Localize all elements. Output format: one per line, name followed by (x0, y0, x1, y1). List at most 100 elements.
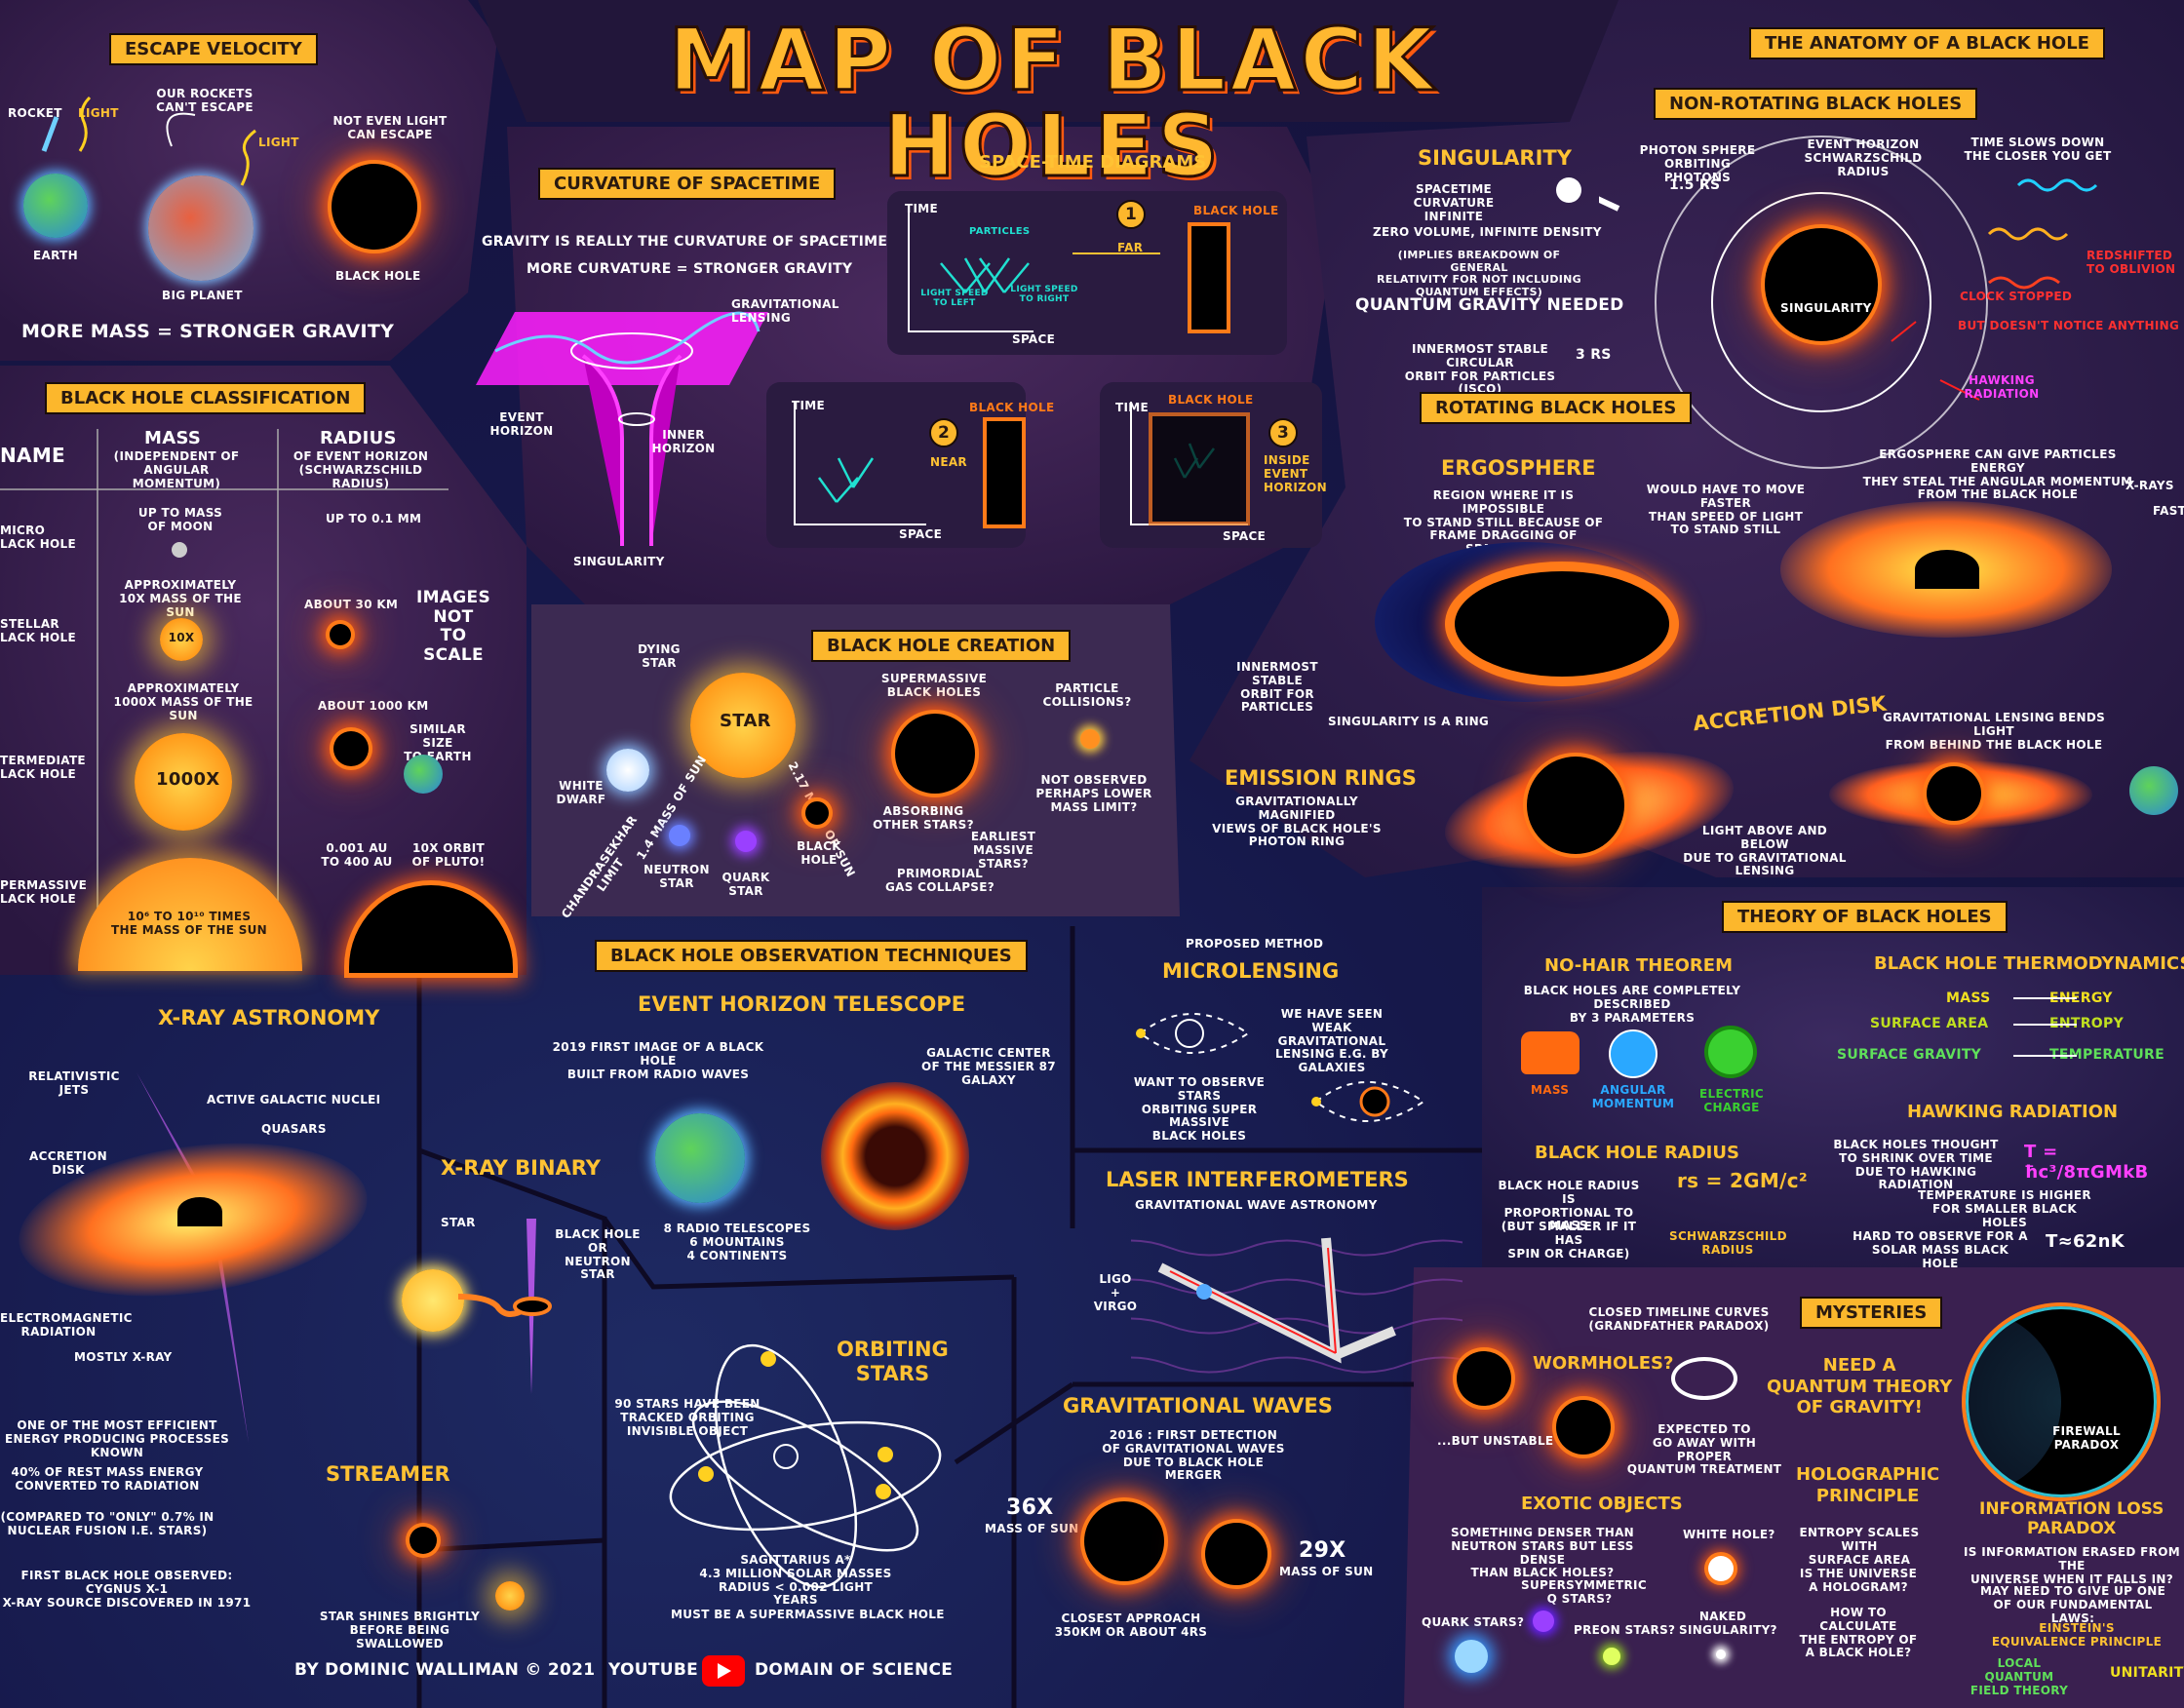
std-time-2: TIME (792, 399, 825, 412)
closest-text: CLOSEST APPROACH 350km OR ABOUT 4rs (1054, 1611, 1208, 1639)
microlens-sketch (1136, 1013, 1424, 1122)
std-num-1: 1 (1125, 205, 1138, 224)
light-text-2: LIGHT (258, 136, 299, 149)
sun-1000x (135, 733, 232, 831)
nohair-charge: ELECTRIC CHARGE (1699, 1087, 1764, 1114)
std-bh-2: BLACK HOLE (969, 401, 1055, 414)
std-bh-3: BLACK HOLE (1168, 393, 1254, 407)
creation-panel-bg (531, 604, 1180, 916)
must-be-text: MUST BE A SUPERMASSIVE BLACK HOLE (671, 1608, 945, 1621)
exotic-heading: EXOTIC OBJECTS (1521, 1494, 1683, 1514)
curvature-infinite-text: SPACETIME CURVATURE INFINITE (1413, 182, 1495, 223)
ring-singularity-text: SINGULARITY IS A RING (1328, 715, 1490, 728)
sun-1000x-label: 1000X (156, 769, 220, 790)
earth-icon (23, 174, 88, 238)
std-space-2: SPACE (899, 527, 943, 541)
schw-text: SCHWARZSCHILD RADIUS (1669, 1229, 1787, 1257)
xray-bh (177, 1197, 222, 1226)
accretion-black-hole (1527, 757, 1624, 854)
preon-icon (1603, 1648, 1620, 1665)
laser-sub: GRAVITATIONAL WAVE ASTRONOMY (1135, 1198, 1378, 1212)
ergosphere-heading: ERGOSPHERE (1441, 456, 1596, 480)
gw-36x: 36X (1006, 1495, 1054, 1520)
em-text: ELECTROMAGNETIC RADIATION (0, 1311, 133, 1339)
std-bh-1: BLACK HOLE (1193, 204, 1279, 217)
implies-text: (IMPLIES BREAKDOWN OF GENERAL RELATIVITY… (1377, 249, 1581, 298)
earliest-text: EARLIEST MASSIVE STARS? (970, 830, 1036, 871)
wormholes-heading: WORMHOLES? (1533, 1353, 1674, 1374)
binary-star (402, 1269, 464, 1332)
nonrotating-label: NON-ROTATING BLACK HOLES (1654, 88, 1978, 120)
compared-text: (COMPARED TO "ONLY" 0.7% IN NUCLEAR FUSI… (0, 1510, 214, 1537)
event-horizon-label: EVENT HORIZON (489, 410, 554, 438)
earth-label: EARTH (33, 249, 78, 262)
gw-heading: GRAVITATIONAL WAVES (1063, 1394, 1333, 1417)
smbh-text: SUPERMASSIVE BLACK HOLES (880, 672, 988, 699)
gw-29x-sub: MASS OF SUN (1279, 1565, 1374, 1578)
class-earth (404, 755, 443, 794)
inner-horizon-label: INNER HORIZON (651, 428, 716, 455)
dying-star (690, 673, 796, 778)
quasars-text: QUASARS (261, 1122, 327, 1136)
efficient-text: ONE OF THE MOST EFFICIENT ENERGY PRODUCI… (4, 1418, 230, 1459)
binary-heading: X-RAY BINARY (441, 1156, 602, 1180)
isco-radius: 3 rs (1576, 347, 1612, 363)
big-planet-label: BIG PLANET (162, 289, 243, 302)
laser-heading: LASER INTERFEROMETERS (1106, 1168, 1409, 1191)
time-slows-text: TIME SLOWS DOWN THE CLOSER YOU GET (1964, 136, 2112, 163)
white-dwarf-text: WHITE DWARF (556, 779, 606, 806)
galactic-text: GALACTIC CENTER OF THE MESSIER 87 GALAXY (921, 1046, 1056, 1087)
notobs-text: NOT OBSERVED PERHAPS LOWER MASS LIMIT? (1035, 773, 1152, 814)
fast-text: FAST (2153, 504, 2184, 518)
light-text-1: LIGHT (78, 106, 119, 120)
info-loss-heading: INFORMATION LOSS PARADOX (1979, 1499, 2164, 1539)
closed-curve-icon (1671, 1357, 1737, 1400)
page-title: MAP OF BLACK HOLES (667, 10, 1438, 196)
binary-star-text: STAR (441, 1216, 476, 1229)
radius-supermassive: 0.001 AU TO 400 AU (321, 841, 393, 869)
mass-intermediate: APPROXIMATELY 1000X MASS OF THE SUN (113, 681, 254, 722)
std-inside: INSIDE EVENT HORIZON (1264, 453, 1327, 494)
stellar-bh (330, 624, 351, 645)
escape-arrows (41, 96, 256, 186)
xrays-text: X-RAYS (2126, 479, 2174, 492)
sun-10x (160, 618, 203, 661)
thermo-mass: MASS (1946, 990, 1991, 1006)
streamer-heading: STREAMER (326, 1462, 450, 1486)
creation-bh-text: BLACK HOLE (797, 839, 841, 867)
thermo-energy: ENERGY (2049, 990, 2113, 1006)
nohair-heading: NO-HAIR THEOREM (1544, 955, 1733, 976)
photon-radius: 1.5 rs (1669, 177, 1721, 193)
event-horizon-text: EVENT HORIZON SCHWARZSCHILD RADIUS (1804, 137, 1923, 178)
neutron-star (669, 825, 690, 846)
light-above-text: LIGHT ABOVE AND BELOW DUE TO GRAVITATION… (1683, 824, 1847, 878)
radius-micro: UP TO 0.1 mm (326, 512, 422, 525)
doesnt-notice-text: BUT DOESN'T NOTICE ANYTHING (1958, 319, 2180, 332)
classification-label: BLACK HOLE CLASSIFICATION (45, 382, 367, 414)
forty-text: 40% OF REST MASS ENERGY CONVERTED TO RAD… (11, 1465, 204, 1493)
giveup-text: MAY NEED TO GIVE UP ONE OF OUR FUNDAMENT… (1979, 1584, 2166, 1625)
white-hole-text: WHITE HOLE? (1683, 1528, 1775, 1541)
hawking-thought: BLACK HOLES THOUGHT TO SHRINK OVER TIME … (1833, 1138, 1999, 1192)
radius-heading: BLACK HOLE RADIUS (1535, 1143, 1739, 1163)
closed-timeline: CLOSED TIMELINE CURVES (GRANDFATHER PARA… (1588, 1305, 1770, 1333)
escape-bh-label: BLACK HOLE (335, 269, 421, 283)
clock-stopped-text: CLOCK STOPPED (1960, 290, 2073, 303)
radius-intermediate: ABOUT 1000 km (318, 699, 429, 713)
angular-momentum-icon (1609, 1029, 1658, 1078)
radius-but: (BUT SMALLER IF IT HAS SPIN OR CHARGE) (1501, 1220, 1637, 1261)
ergo-ring (1455, 571, 1669, 677)
temp-higher: TEMPERATURE IS HIGHER FOR SMALLER BLACK … (1918, 1188, 2091, 1229)
pluto-orbit: 10X ORBIT OF PLUTO! (411, 841, 486, 869)
naked-text: NAKED SINGULARITY? (1679, 1610, 1777, 1637)
white-dwarf (606, 749, 649, 792)
col-radius: RADIUS (320, 428, 397, 448)
rot-bh-right (1915, 550, 1979, 589)
std-space-3: SPACE (1223, 529, 1267, 543)
radius-formula: rs = 2GM/c² (1677, 1169, 1808, 1192)
firewall-text: FIREWALL PARADOX (2052, 1424, 2121, 1452)
std-num-2: 2 (938, 423, 951, 443)
jets-text: RELATIVISTIC JETS (28, 1069, 120, 1097)
std-panel-2 (766, 382, 1026, 548)
col-name: NAME (0, 444, 65, 467)
